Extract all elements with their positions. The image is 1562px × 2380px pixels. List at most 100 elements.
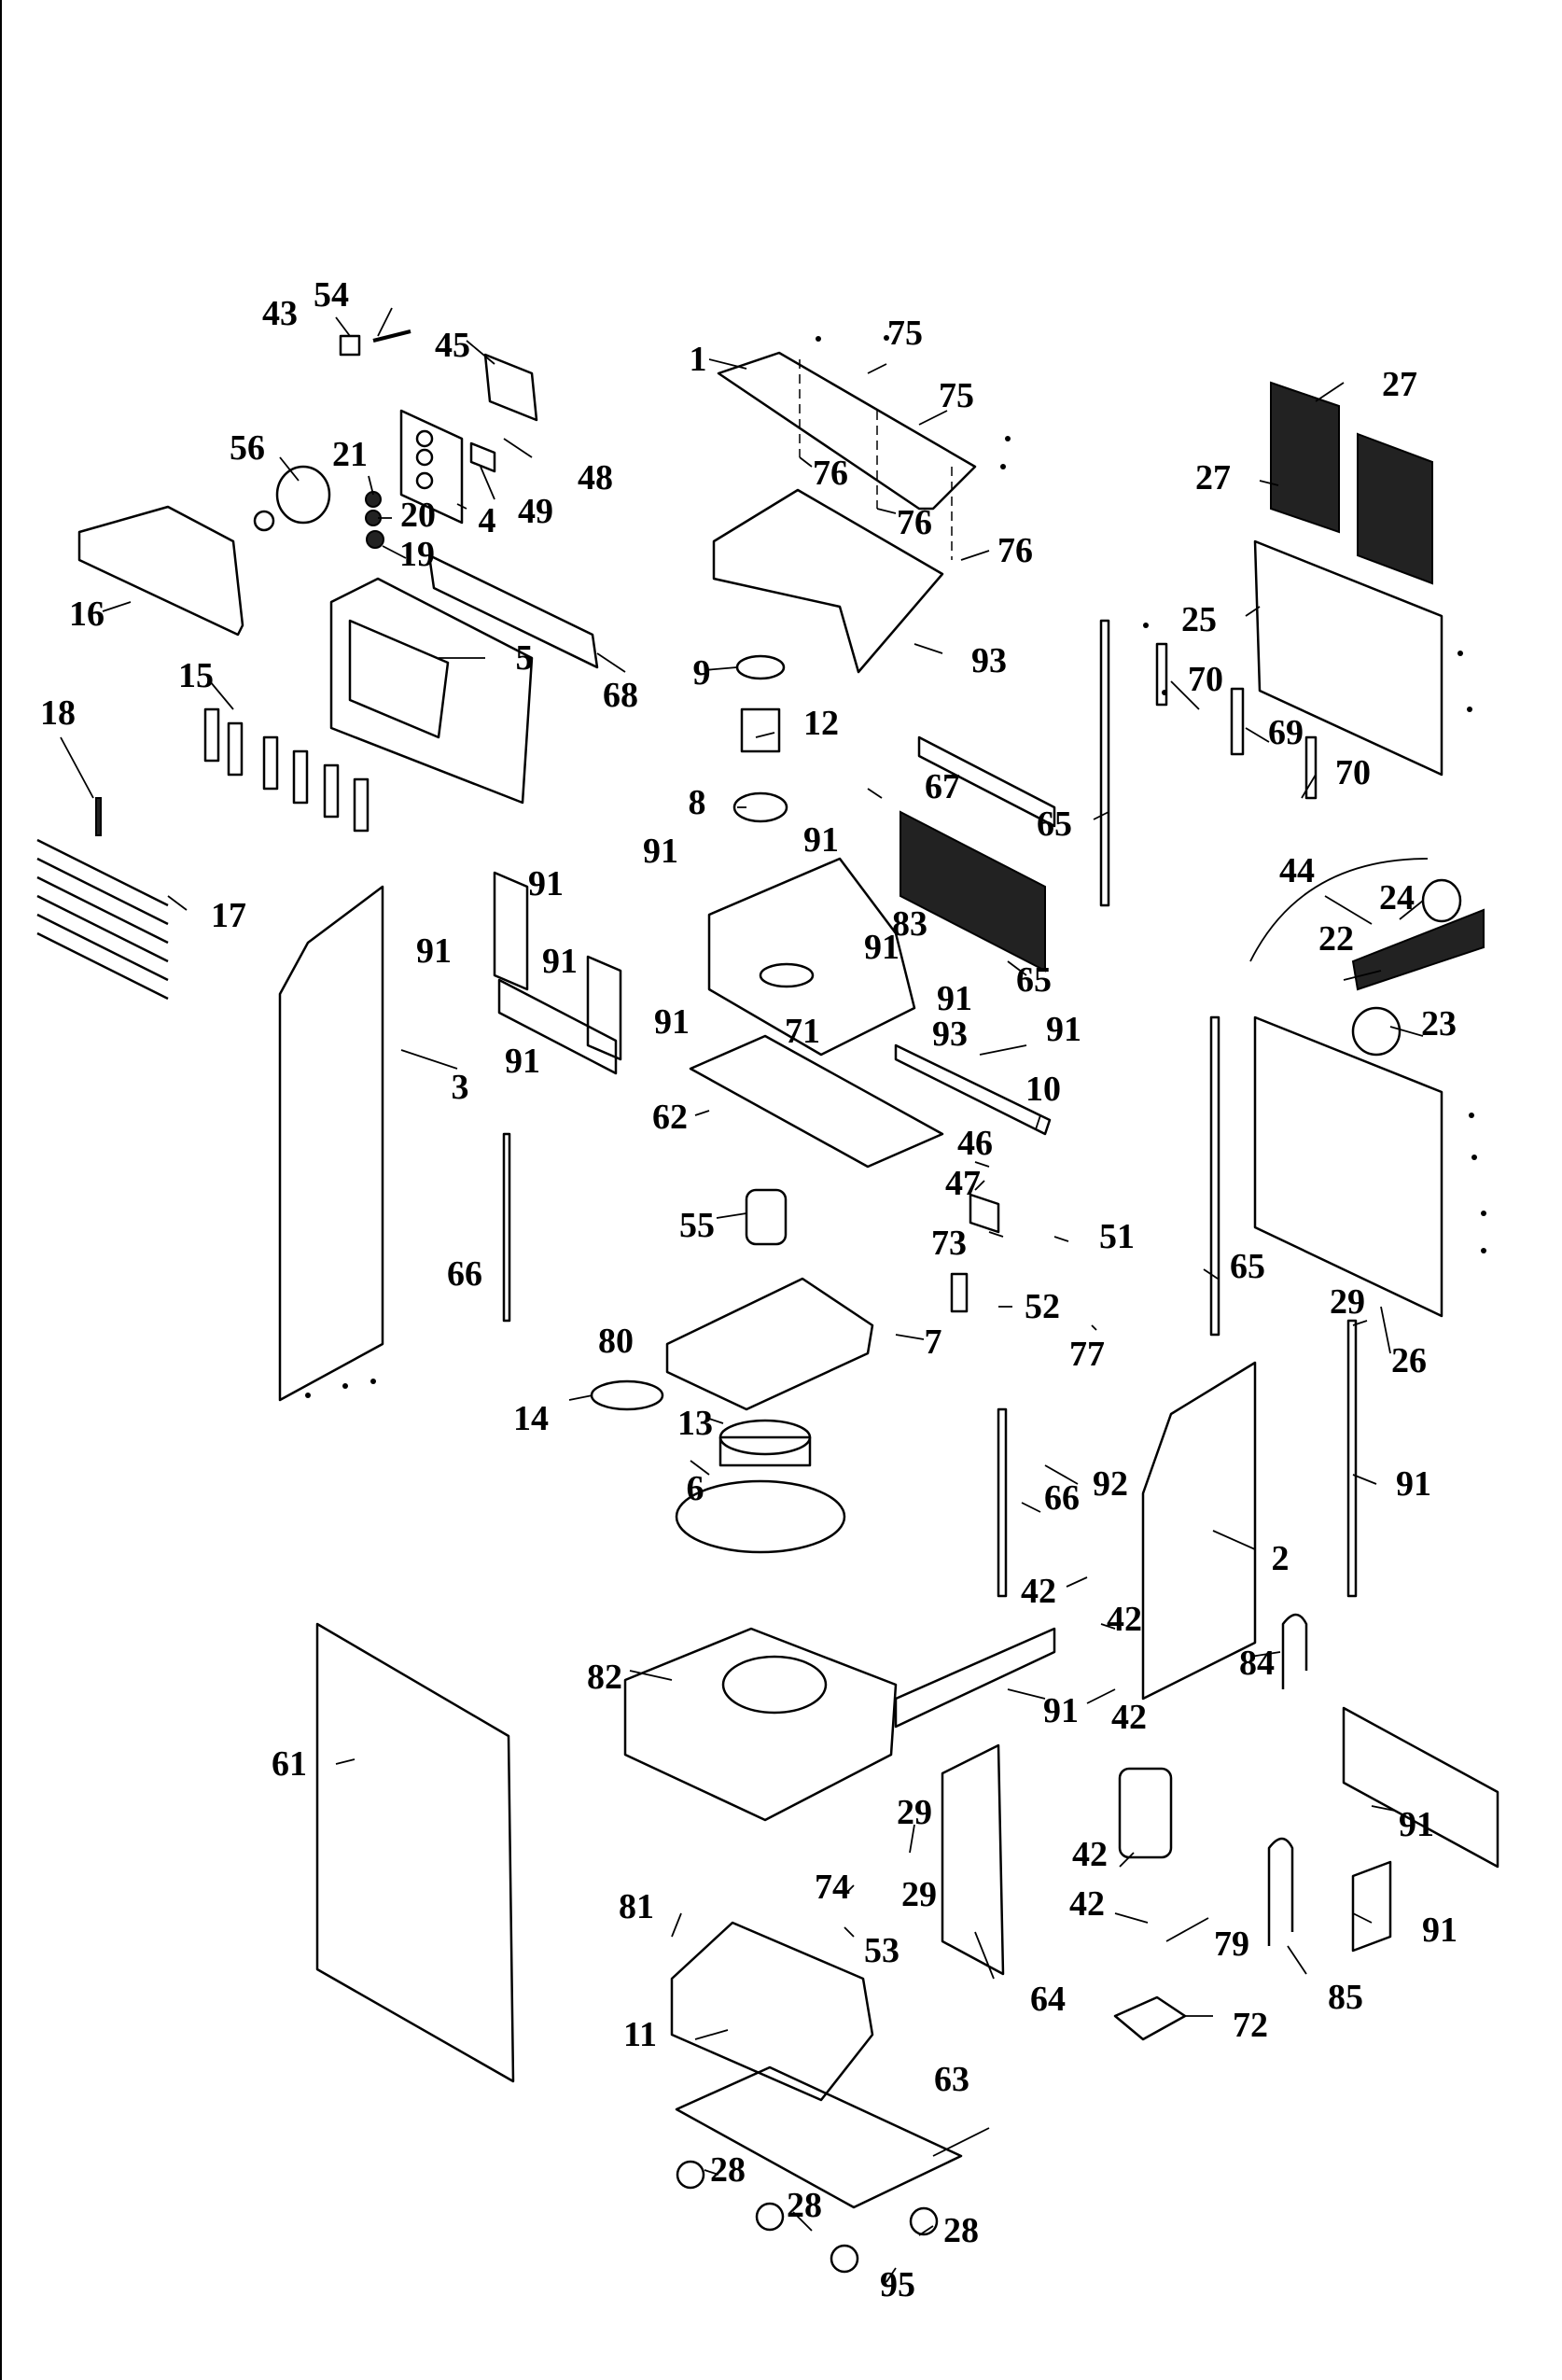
part-70-handle — [1155, 642, 1168, 707]
callout-21: 21 — [332, 435, 368, 474]
callout-10: 10 — [1025, 1070, 1061, 1109]
part-67-bracket — [917, 735, 1056, 828]
part-22-exhaust-hose — [1351, 908, 1485, 991]
part-93-housing — [707, 857, 916, 1057]
part-66-rail — [502, 1132, 511, 1323]
callout-28-c: 28 — [943, 2211, 979, 2250]
part-15-louver — [203, 707, 220, 763]
callout-49: 49 — [518, 492, 553, 531]
part-91-label — [493, 871, 529, 991]
part-72-plate — [1113, 1995, 1187, 2041]
callout-17: 17 — [211, 896, 246, 935]
callout-19: 19 — [399, 535, 435, 574]
callout-42-e: 42 — [1069, 1884, 1105, 1924]
part-73-bracket — [969, 1193, 1000, 1234]
part-8-bearing — [732, 791, 788, 823]
part-93-duct-cover — [712, 488, 944, 674]
part-1-top-cover — [717, 351, 977, 511]
part-68-bracket — [427, 553, 599, 669]
callout-47: 47 — [945, 1164, 981, 1203]
callout-23: 23 — [1421, 1004, 1457, 1043]
part-91-rod — [1346, 1319, 1358, 1598]
callout-93-b: 93 — [932, 1015, 968, 1054]
callout-1: 1 — [689, 340, 707, 379]
callout-54: 54 — [314, 275, 349, 315]
part-64-panel — [941, 1743, 1005, 1976]
callout-15: 15 — [178, 656, 214, 695]
callout-76-b: 76 — [897, 503, 932, 542]
callout-79: 79 — [1214, 1925, 1249, 1964]
part-45-switch — [483, 353, 538, 422]
callout-20: 20 — [400, 496, 436, 535]
callout-11: 11 — [623, 2015, 657, 2054]
callout-74: 74 — [815, 1868, 850, 1907]
part-85-tube — [1267, 1837, 1294, 1946]
callout-91-d: 91 — [654, 1002, 690, 1042]
callout-91-m: 91 — [1399, 1805, 1434, 1844]
part-17-coils — [36, 838, 169, 1001]
callout-24: 24 — [1379, 878, 1415, 917]
callout-91-a: 91 — [528, 864, 564, 903]
callout-91-g: 91 — [803, 820, 839, 860]
callout-63: 63 — [934, 2060, 969, 2099]
part-56-motor — [275, 465, 331, 525]
callout-45: 45 — [435, 326, 470, 365]
callout-75-a: 75 — [887, 314, 923, 353]
part-9-bracket — [735, 654, 786, 680]
callout-77: 77 — [1069, 1335, 1105, 1374]
part-65-rail — [1099, 619, 1110, 907]
callout-42-a: 42 — [1021, 1572, 1056, 1611]
callout-70-a: 70 — [1188, 660, 1223, 699]
part-7-fan-shroud — [665, 1277, 874, 1411]
callout-91-h: 91 — [864, 928, 900, 967]
callout-27-a: 27 — [1382, 365, 1417, 404]
part-19-knob — [366, 530, 384, 549]
callout-69: 69 — [1268, 713, 1304, 752]
part-83-evaporator — [900, 810, 1046, 973]
callout-72: 72 — [1233, 2006, 1268, 2045]
callout-80: 80 — [598, 1322, 634, 1361]
callout-53: 53 — [864, 1931, 900, 1970]
callout-44: 44 — [1279, 851, 1315, 890]
callout-62: 62 — [652, 1098, 688, 1137]
callout-91-n: 91 — [1422, 1911, 1457, 1950]
part-2-side-panel — [1141, 1361, 1257, 1701]
callout-42-b: 42 — [1107, 1600, 1142, 1639]
callout-18: 18 — [40, 693, 76, 733]
callout-91-k: 91 — [1396, 1464, 1431, 1504]
part-16-cover — [77, 505, 244, 637]
callout-12: 12 — [803, 704, 839, 743]
callout-29-c: 29 — [901, 1875, 937, 1914]
callout-91-f: 91 — [643, 832, 678, 871]
callout-14: 14 — [513, 1399, 549, 1438]
part-52-capacitor — [950, 1272, 969, 1313]
callout-92: 92 — [1093, 1464, 1128, 1504]
callout-91-i: 91 — [937, 979, 972, 1018]
control-panel-assembly — [77, 329, 599, 805]
callout-73: 73 — [931, 1224, 967, 1263]
callout-65-a: 65 — [1037, 805, 1072, 844]
callout-82: 82 — [587, 1658, 622, 1697]
part-42-compressor — [1118, 1767, 1173, 1859]
callout-7: 7 — [924, 1323, 942, 1362]
callout-46: 46 — [957, 1124, 993, 1163]
part-18-clip — [95, 797, 102, 836]
callout-91-e: 91 — [505, 1042, 540, 1081]
part-14-disc — [590, 1379, 664, 1411]
callout-68: 68 — [603, 676, 638, 715]
callout-65-b: 65 — [1016, 960, 1052, 1000]
part-84-tube — [1281, 1613, 1308, 1689]
callout-76-c: 76 — [997, 531, 1033, 570]
part-63-base-plate — [675, 2065, 963, 2209]
callout-65-c: 65 — [1230, 1247, 1265, 1286]
callout-51: 51 — [1099, 1217, 1135, 1256]
callout-83: 83 — [892, 904, 927, 944]
callout-2: 2 — [1271, 1539, 1290, 1578]
callout-42-c: 42 — [1111, 1698, 1147, 1737]
part-11-drain-pan — [670, 1921, 874, 2102]
part-61-side-panel — [315, 1622, 515, 2083]
part-82-condenser — [623, 1627, 898, 1822]
part-54-spring — [372, 329, 411, 343]
callout-91-l: 91 — [1043, 1691, 1079, 1730]
